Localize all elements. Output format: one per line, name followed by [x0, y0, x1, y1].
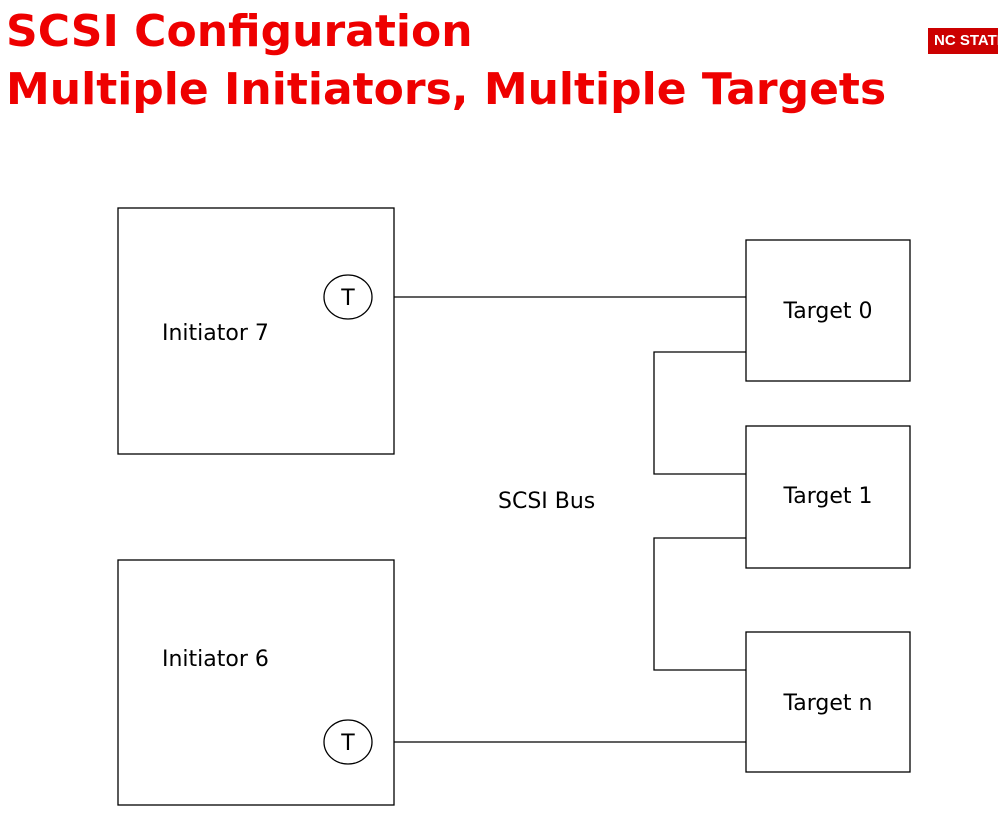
target-n-box	[745, 631, 911, 773]
target-0-box	[745, 239, 911, 382]
initiator-7-box	[117, 207, 395, 455]
bus-line-target-1-to-target-n	[653, 537, 746, 671]
slide-title-line-2: Multiple Initiators, Multiple Targets	[6, 64, 887, 115]
bus-line-target-0-to-target-1	[653, 351, 746, 475]
initiator-6-label: Initiator 6	[162, 647, 269, 672]
scsi-bus-label: SCSI Bus	[498, 489, 595, 514]
initiator-7-label: Initiator 7	[162, 321, 269, 346]
target-1-box	[745, 425, 911, 569]
target-n-label: Target n	[783, 691, 873, 716]
target-0-label: Target 0	[782, 299, 872, 324]
initiator-6-terminator-label: T	[340, 731, 355, 756]
initiator-7-terminator	[323, 274, 373, 320]
initiator-6-box	[117, 559, 395, 806]
nc-state-logo: NC STATE	[928, 28, 998, 54]
initiator-6-terminator	[323, 719, 373, 765]
slide-title-line-1: SCSI Configuration	[6, 6, 473, 57]
target-1-label: Target 1	[782, 484, 872, 509]
initiator-7-terminator-label: T	[340, 286, 355, 311]
